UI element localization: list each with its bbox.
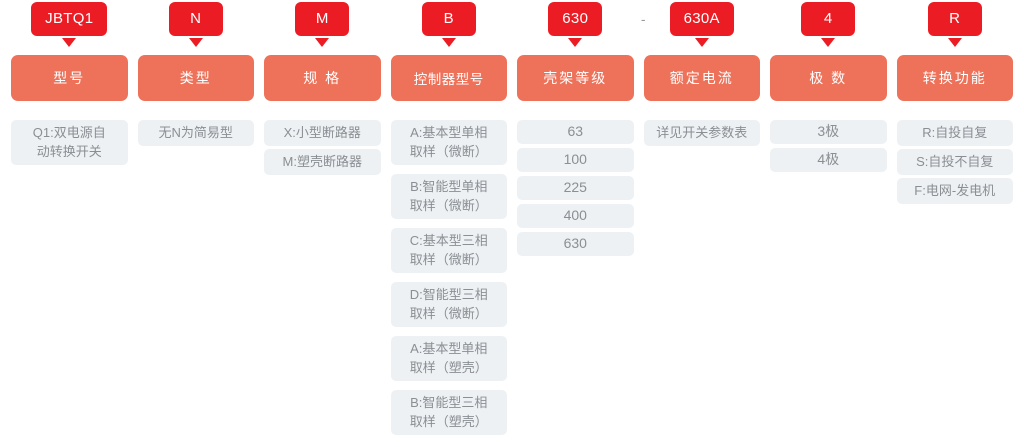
code-tag-row: 630 -	[517, 0, 646, 38]
arrow-down-icon	[947, 38, 962, 47]
option-chip: 详见开关参数表	[643, 120, 760, 146]
code-tag[interactable]: 630A	[669, 2, 734, 36]
option-chip: B:智能型单相 取样（微断）	[390, 174, 507, 219]
option-chip: B:智能型三相 取样（塑壳）	[390, 390, 507, 435]
arrow-down-icon	[62, 38, 77, 47]
segment-options: 63 100 225 400 630	[517, 120, 634, 256]
segment-header: 极 数	[770, 55, 887, 101]
segment-options: 详见开关参数表	[643, 120, 760, 146]
code-tag[interactable]: R	[927, 2, 982, 36]
segment-header: 类型	[137, 55, 254, 101]
arrow-row	[897, 38, 1014, 52]
segment-header: 控制器型号	[390, 55, 507, 101]
code-tag[interactable]: 4	[801, 2, 856, 36]
segment-header: 额定电流	[643, 55, 760, 101]
option-chip: A:基本型单相 取样（微断）	[390, 120, 507, 165]
option-chip: D:智能型三相 取样（微断）	[390, 282, 507, 327]
separator-dash: -	[640, 11, 646, 27]
option-chip: 225	[517, 176, 634, 200]
option-chip: A:基本型单相 取样（塑壳）	[390, 336, 507, 381]
arrow-row	[644, 38, 761, 52]
option-chip: 4极	[770, 148, 887, 172]
model-segment-category: N 类型 无N为简易型	[133, 0, 260, 146]
code-tag-row: JBTQ1	[11, 0, 128, 38]
option-chip: Q1:双电源自 动转换开关	[11, 120, 128, 165]
code-tag-row: R	[897, 0, 1014, 38]
segment-header: 规 格	[264, 55, 381, 101]
option-chip: M:塑壳断路器	[264, 149, 381, 175]
arrow-row	[264, 38, 381, 52]
code-tag[interactable]: N	[168, 2, 223, 36]
option-chip: 63	[517, 120, 634, 144]
segment-options: A:基本型单相 取样（微断） B:智能型单相 取样（微断） C:基本型三相 取样…	[390, 120, 507, 435]
code-tag[interactable]: 630	[548, 2, 603, 36]
model-segment-rated-current: 630A 额定电流 详见开关参数表	[639, 0, 766, 146]
code-tag[interactable]: B	[421, 2, 476, 36]
segment-options: 无N为简易型	[137, 120, 254, 146]
arrow-row	[138, 38, 255, 52]
option-chip: S:自投不自复	[896, 149, 1013, 175]
arrow-down-icon	[188, 38, 203, 47]
code-tag-row: 4	[770, 0, 887, 38]
model-segment-transfer-function: R 转换功能 R:自投自复 S:自投不自复 F:电网-发电机	[892, 0, 1019, 204]
option-chip: 无N为简易型	[137, 120, 254, 146]
arrow-row	[517, 38, 634, 52]
option-chip: 3极	[770, 120, 887, 144]
option-chip: 400	[517, 204, 634, 228]
option-chip: 100	[517, 148, 634, 172]
code-tag[interactable]: M	[295, 2, 350, 36]
segment-options: R:自投自复 S:自投不自复 F:电网-发电机	[896, 120, 1013, 204]
model-segment-specification: M 规 格 X:小型断路器 M:塑壳断路器	[259, 0, 386, 175]
segment-options: Q1:双电源自 动转换开关	[11, 120, 128, 165]
arrow-down-icon	[441, 38, 456, 47]
model-segment-frame-size: 630 - 壳架等级 63 100 225 400 630	[512, 0, 646, 256]
segment-header: 型号	[11, 55, 128, 101]
code-tag-row: B	[391, 0, 508, 38]
code-tag-row: 630A	[644, 0, 761, 38]
option-chip: X:小型断路器	[264, 120, 381, 146]
code-tag-row: M	[264, 0, 381, 38]
segment-options: X:小型断路器 M:塑壳断路器	[264, 120, 381, 175]
arrow-down-icon	[315, 38, 330, 47]
segment-header: 转换功能	[896, 55, 1013, 101]
option-chip: F:电网-发电机	[896, 178, 1013, 204]
arrow-down-icon	[694, 38, 709, 47]
arrow-down-icon	[821, 38, 836, 47]
model-segment-controller: B 控制器型号 A:基本型单相 取样（微断） B:智能型单相 取样（微断） C:…	[386, 0, 513, 435]
model-segment-pole-count: 4 极 数 3极 4极	[765, 0, 892, 172]
option-chip: R:自投自复	[896, 120, 1013, 146]
segment-options: 3极 4极	[770, 120, 887, 172]
arrow-row	[770, 38, 887, 52]
arrow-row	[11, 38, 128, 52]
code-tag-row: N	[138, 0, 255, 38]
arrow-row	[391, 38, 508, 52]
arrow-down-icon	[568, 38, 583, 47]
option-chip: C:基本型三相 取样（微断）	[390, 228, 507, 273]
model-segment-type-code: JBTQ1 型号 Q1:双电源自 动转换开关	[6, 0, 133, 165]
segment-header: 壳架等级	[517, 55, 634, 101]
code-tag[interactable]: JBTQ1	[31, 2, 108, 36]
option-chip: 630	[517, 232, 634, 256]
